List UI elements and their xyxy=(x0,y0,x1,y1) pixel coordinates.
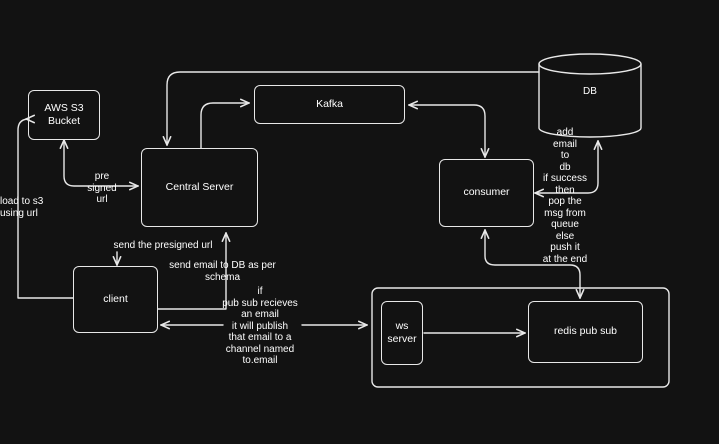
central-to-kafka-connector xyxy=(200,103,249,149)
central-server-node: Central Server xyxy=(141,148,258,227)
consumer-label: consumer xyxy=(463,186,510,199)
aws-s3-label: AWS S3 Bucket xyxy=(44,101,84,127)
consumer-logic-note-label: add email to db if success then pop the … xyxy=(542,127,588,265)
pub-sub-note-label: if pub sub recieves an email it will pub… xyxy=(222,286,298,366)
client-to-central-connector xyxy=(157,233,226,310)
upload-to-s3-label: load to s3 using url xyxy=(0,196,44,219)
redis-pub-sub-label: redis pub sub xyxy=(553,325,618,338)
kafka-consumer-connector xyxy=(409,105,485,157)
db-label: DB xyxy=(583,86,597,97)
db-to-central-connector xyxy=(167,71,540,145)
s3-central-connector xyxy=(64,140,138,186)
consumer-redis-connector xyxy=(485,230,580,298)
redis-pub-sub-node: redis pub sub xyxy=(528,301,643,363)
client-node: client xyxy=(73,266,158,333)
ws-server-label: ws server xyxy=(387,319,417,345)
ws-server-node: ws server xyxy=(381,301,423,365)
central-server-label: Central Server xyxy=(165,180,234,193)
db-cylinder xyxy=(538,63,642,138)
client-label: client xyxy=(103,292,128,305)
consumer-db-connector xyxy=(535,141,598,193)
presigned-url-label: pre signed url xyxy=(87,171,117,205)
kafka-node: Kafka xyxy=(254,85,405,124)
consumer-node: consumer xyxy=(439,159,534,227)
send-presigned-url-label: send the presigned url xyxy=(113,240,213,251)
kafka-label: Kafka xyxy=(316,97,343,110)
db-cylinder-top xyxy=(538,53,642,75)
aws-s3-bucket-node: AWS S3 Bucket xyxy=(28,90,100,140)
send-email-to-db-label: send email to DB as per schema xyxy=(169,260,276,283)
